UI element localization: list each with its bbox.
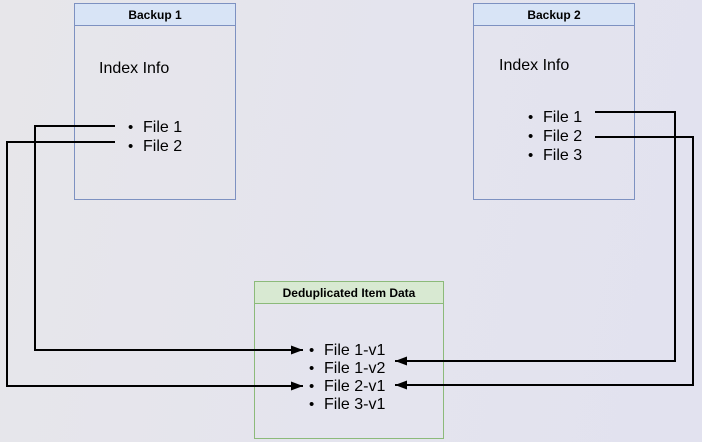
list-item: File 1-v1	[309, 342, 385, 360]
list-item: File 1	[128, 118, 182, 137]
backup1-index-info-label: Index Info	[99, 60, 170, 77]
backup2-box: Backup 2 Index Info File 1 File 2 File 3	[473, 3, 635, 200]
list-item: File 1-v2	[309, 360, 385, 378]
dedup-item-list: File 1-v1 File 1-v2 File 2-v1 File 3-v1	[309, 342, 385, 414]
list-item: File 2	[528, 127, 582, 146]
list-item: File 1	[528, 108, 582, 127]
backup1-title: Backup 1	[75, 4, 235, 26]
backup2-file-list: File 1 File 2 File 3	[528, 108, 582, 165]
list-item: File 3-v1	[309, 396, 385, 414]
backup2-title: Backup 2	[474, 4, 634, 26]
list-item: File 3	[528, 146, 582, 165]
dedup-box: Deduplicated Item Data File 1-v1 File 1-…	[254, 281, 444, 439]
list-item: File 2	[128, 137, 182, 156]
backup2-index-info-label: Index Info	[499, 57, 570, 74]
backup1-box: Backup 1 Index Info File 1 File 2	[74, 3, 236, 200]
dedup-title: Deduplicated Item Data	[255, 282, 443, 304]
backup1-file-list: File 1 File 2	[128, 118, 182, 156]
list-item: File 2-v1	[309, 378, 385, 396]
